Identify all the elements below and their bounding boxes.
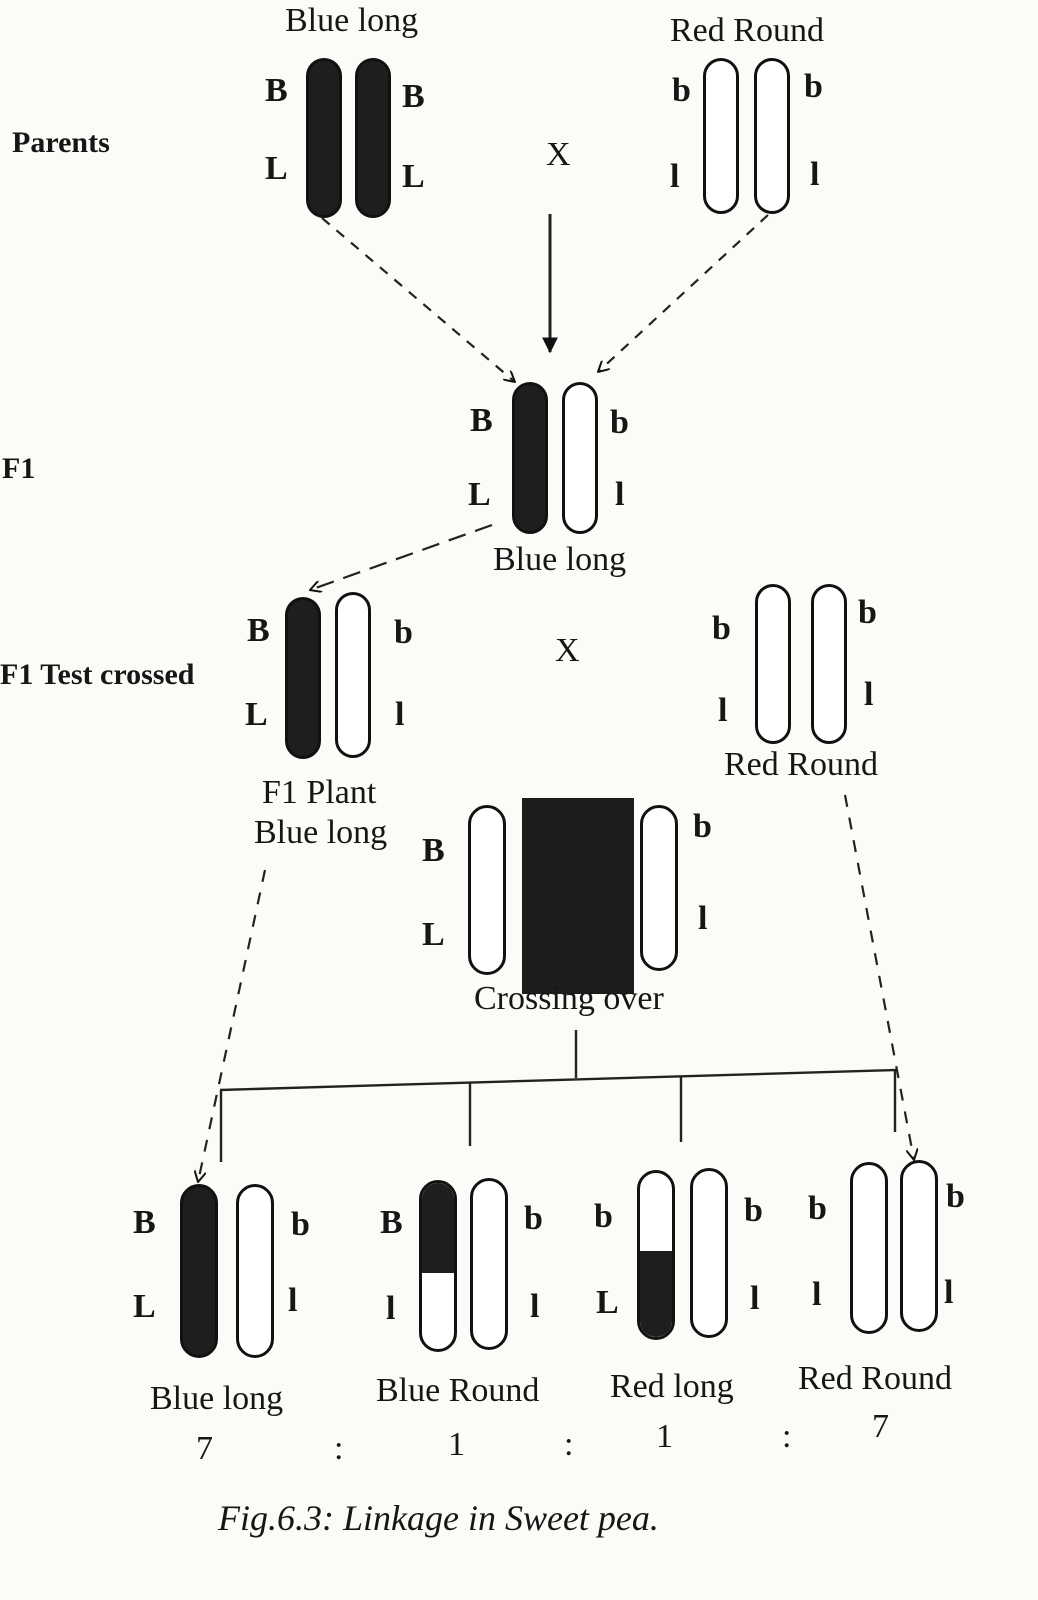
gene-label: b bbox=[808, 1190, 827, 1227]
row-label-parents: Parents bbox=[12, 126, 110, 159]
chromosome-testcross-left-dark bbox=[285, 597, 321, 759]
gene-label: b bbox=[672, 72, 691, 109]
gene-label: b bbox=[524, 1200, 543, 1237]
gene-label: L bbox=[468, 476, 491, 513]
gene-label: B bbox=[402, 78, 425, 115]
offspring-4-ratio: 7 bbox=[872, 1408, 889, 1445]
chromosome-testcross-right-2 bbox=[811, 584, 847, 744]
chromosome-crossover-left bbox=[468, 805, 506, 975]
gene-label: l bbox=[386, 1290, 396, 1327]
parent-right-to-f1-arrow bbox=[598, 214, 769, 372]
offspring-3-name: Red long bbox=[610, 1368, 734, 1405]
chromosome-offspring-3-recombinant bbox=[637, 1170, 675, 1340]
ratio-separator: : bbox=[782, 1418, 792, 1455]
gene-label: b bbox=[804, 68, 823, 105]
testcross-left-name-2: Blue long bbox=[254, 814, 388, 851]
offspring-1-ratio: 7 bbox=[196, 1430, 213, 1467]
gene-label: b bbox=[693, 808, 712, 845]
offspring-3-ratio: 1 bbox=[656, 1418, 673, 1455]
redround-to-offspring-arrow bbox=[843, 794, 914, 1160]
chromosome-offspring-4-2 bbox=[900, 1160, 938, 1332]
gene-label: b bbox=[610, 404, 629, 441]
chromosome-offspring-2-light bbox=[470, 1178, 508, 1350]
row-label-testcross: F1 Test crossed bbox=[0, 658, 195, 691]
ratio-separator: : bbox=[334, 1430, 344, 1467]
gene-label: b bbox=[712, 610, 731, 647]
row-label-f1: F1 bbox=[2, 452, 36, 485]
chromosome-parent-left-1 bbox=[306, 58, 342, 218]
chromosome-offspring-4-1 bbox=[850, 1162, 888, 1334]
gene-label: l bbox=[812, 1276, 822, 1313]
offspring-2-name: Blue Round bbox=[376, 1372, 540, 1409]
offspring-1-name: Blue long bbox=[150, 1380, 284, 1417]
gene-label: B bbox=[380, 1204, 403, 1241]
gene-label: B bbox=[470, 402, 493, 439]
gene-label: L bbox=[133, 1288, 156, 1325]
gene-label: L bbox=[245, 696, 268, 733]
gene-label: L bbox=[422, 916, 445, 953]
parent-left-name: Blue long bbox=[285, 2, 419, 39]
gene-label: b bbox=[858, 594, 877, 631]
chromosome-testcross-left-light bbox=[335, 592, 371, 758]
gene-label: L bbox=[265, 150, 288, 187]
chromosome-f1-dark bbox=[512, 382, 548, 534]
chromosome-offspring-3-light bbox=[690, 1168, 728, 1338]
gene-label: B bbox=[422, 832, 445, 869]
chromosome-offspring-2-recombinant bbox=[419, 1180, 457, 1352]
f1-name: Blue long bbox=[493, 541, 627, 578]
parent-left-to-f1-arrow bbox=[321, 217, 515, 382]
f1-to-testcross-arrow bbox=[310, 523, 493, 590]
ratio-separator: : bbox=[564, 1426, 574, 1463]
gene-label: b bbox=[594, 1198, 613, 1235]
parent-right-name: Red Round bbox=[670, 12, 824, 49]
gene-label: l bbox=[670, 158, 680, 195]
f1plant-to-offspring-arrow bbox=[198, 869, 267, 1182]
gene-label: B bbox=[133, 1204, 156, 1241]
cross-symbol: X bbox=[546, 136, 571, 173]
chromosome-crossover-right bbox=[640, 805, 678, 971]
offspring-4-name: Red Round bbox=[798, 1360, 952, 1397]
cross-symbol: X bbox=[555, 632, 580, 669]
gene-label: b bbox=[946, 1178, 965, 1215]
gene-label: l bbox=[530, 1288, 540, 1325]
testcross-left-name-1: F1 Plant bbox=[262, 774, 377, 811]
gene-label: B bbox=[247, 612, 270, 649]
chromosome-parent-right-1 bbox=[703, 58, 739, 214]
gene-label: l bbox=[718, 692, 728, 729]
gene-label: l bbox=[750, 1280, 760, 1317]
figure-caption: Fig.6.3: Linkage in Sweet pea. bbox=[218, 1498, 659, 1538]
gene-label: l bbox=[395, 696, 405, 733]
gene-label: B bbox=[265, 72, 288, 109]
gene-label: b bbox=[291, 1206, 310, 1243]
chromosome-f1-light bbox=[562, 382, 598, 534]
crossover-region bbox=[522, 798, 634, 994]
gene-label: l bbox=[864, 676, 874, 713]
testcross-right-name: Red Round bbox=[724, 746, 878, 783]
chromosome-offspring-1-light bbox=[236, 1184, 274, 1358]
chromosome-offspring-1-dark bbox=[180, 1184, 218, 1358]
gene-label: l bbox=[698, 900, 708, 937]
gene-label: l bbox=[944, 1274, 954, 1311]
chromosome-parent-right-2 bbox=[754, 58, 790, 214]
gene-label: l bbox=[288, 1282, 298, 1319]
gene-label: b bbox=[394, 614, 413, 651]
chromosome-testcross-right-1 bbox=[755, 584, 791, 744]
crossing-over-label: Crossing over bbox=[474, 980, 664, 1017]
gene-label: b bbox=[744, 1192, 763, 1229]
gene-label: l bbox=[810, 156, 820, 193]
gene-label: L bbox=[402, 158, 425, 195]
bracket-bar bbox=[219, 1068, 897, 1092]
chromosome-parent-left-2 bbox=[355, 58, 391, 218]
gene-label: L bbox=[596, 1284, 619, 1321]
offspring-2-ratio: 1 bbox=[448, 1426, 465, 1463]
gene-label: l bbox=[615, 476, 625, 513]
